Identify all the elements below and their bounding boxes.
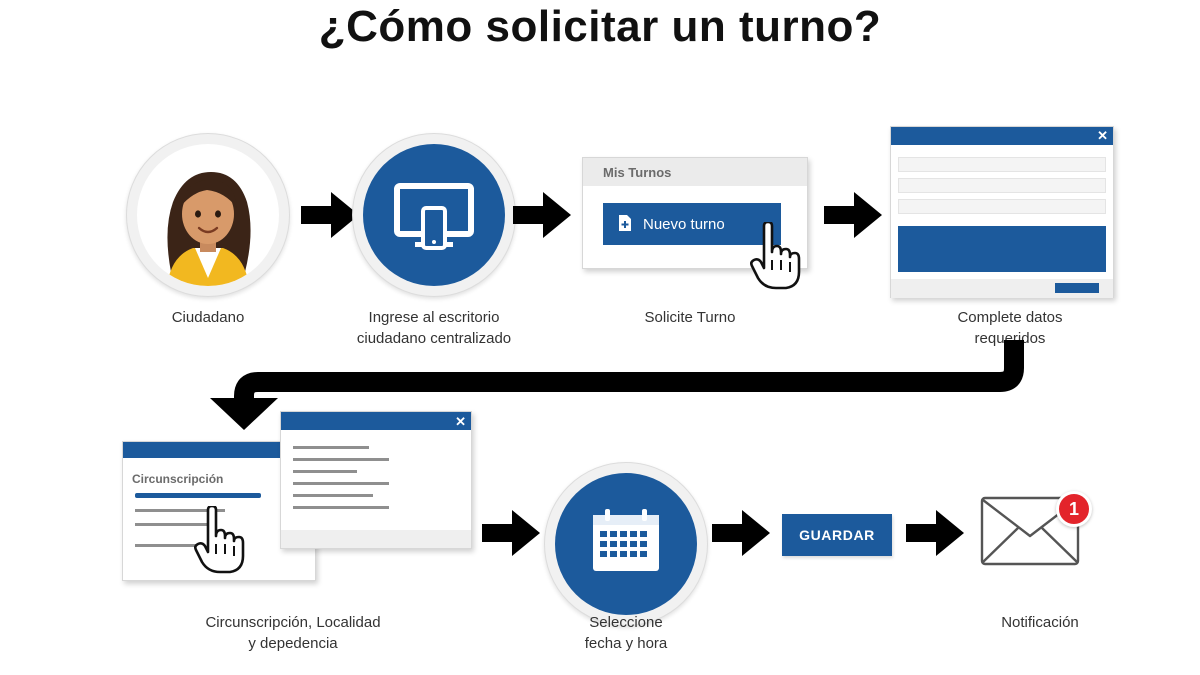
form-field[interactable] xyxy=(898,199,1106,214)
close-icon[interactable]: ✕ xyxy=(1097,128,1108,143)
step-caption-fecha: Seleccione fecha y hora xyxy=(584,614,668,652)
calendar-grid-icon xyxy=(593,509,659,571)
window-footer xyxy=(281,530,471,548)
arrow-right-icon xyxy=(824,192,882,238)
list-line xyxy=(293,506,389,509)
form-field[interactable] xyxy=(898,178,1106,193)
list-line xyxy=(293,482,389,485)
step-caption-circunscripcion: Circunscripción, Localidad y depedencia xyxy=(205,614,381,652)
selected-option[interactable] xyxy=(135,493,261,498)
dependencia-window: ✕ xyxy=(280,411,472,549)
monitor-phone-icon xyxy=(394,183,474,250)
calendar-icon xyxy=(555,473,697,615)
close-icon[interactable]: ✕ xyxy=(455,414,466,429)
return-arrow-icon xyxy=(210,340,1024,430)
form-text-area[interactable] xyxy=(898,226,1106,272)
nuevo-turno-button[interactable]: Nuevo turno xyxy=(603,203,781,245)
option-line[interactable] xyxy=(135,523,215,526)
step-caption-escritorio: Ingrese al escritorio ciudadano centrali… xyxy=(356,309,512,347)
citizen-avatar xyxy=(137,144,279,286)
step-caption-solicite: Solicite Turno xyxy=(644,309,736,326)
form-window: ✕ xyxy=(890,126,1114,298)
mis-turnos-panel: Mis Turnos Nuevo turno xyxy=(582,157,808,269)
list-line xyxy=(293,446,369,449)
step-caption-notificacion: Notificación xyxy=(1001,614,1079,631)
circunscripcion-label: Circunscripción xyxy=(132,472,224,486)
list-line xyxy=(293,470,357,473)
devices-icon xyxy=(363,144,505,286)
step-caption-ciudadano: Ciudadano xyxy=(171,309,245,326)
option-line[interactable] xyxy=(135,509,225,512)
notification-count: 1 xyxy=(1068,498,1079,519)
page-title: ¿Cómo solicitar un turno? xyxy=(318,2,882,51)
calendar-circle xyxy=(544,462,708,626)
form-window-titlebar xyxy=(891,127,1113,145)
document-plus-icon xyxy=(619,215,631,231)
option-line[interactable] xyxy=(135,544,205,547)
mis-turnos-header: Mis Turnos xyxy=(583,158,807,186)
hand-pointer-icon xyxy=(194,506,245,574)
citizen-circle xyxy=(126,133,290,297)
step-caption-complete: Complete datos requeridos xyxy=(957,309,1063,347)
list-line xyxy=(293,458,389,461)
circunscripcion-titlebar xyxy=(123,442,315,458)
dependencia-titlebar xyxy=(281,412,471,430)
form-field[interactable] xyxy=(898,157,1106,172)
form-submit-button[interactable] xyxy=(1055,283,1099,293)
arrow-right-icon xyxy=(712,510,770,556)
notification-badge: 1 xyxy=(1056,491,1092,527)
arrow-right-icon xyxy=(513,192,571,238)
list-line xyxy=(293,494,373,497)
arrow-right-icon xyxy=(906,510,964,556)
arrow-right-icon xyxy=(482,510,540,556)
arrow-right-icon xyxy=(301,192,359,238)
nuevo-turno-label: Nuevo turno xyxy=(643,215,725,233)
mis-turnos-label: Mis Turnos xyxy=(603,165,672,180)
devices-circle xyxy=(352,133,516,297)
woman-avatar-icon xyxy=(167,172,251,286)
hand-pointer-icon xyxy=(750,222,801,290)
guardar-button[interactable]: GUARDAR xyxy=(782,514,892,556)
